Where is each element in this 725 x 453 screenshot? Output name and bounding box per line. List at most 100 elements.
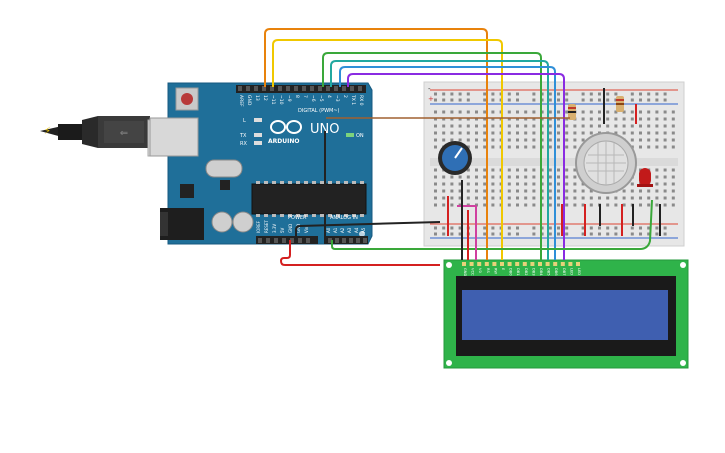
breadboard-hole [458,98,462,102]
digital-pin[interactable] [254,86,258,91]
lcd-pin[interactable] [484,262,489,266]
lcd-pin[interactable] [492,262,497,266]
breadboard-hole [663,182,667,186]
digital-pin[interactable] [286,86,290,91]
breadboard-hole [639,98,642,102]
digital-pin[interactable] [238,86,242,91]
lcd-pin[interactable] [462,262,466,266]
breadboard-hole [598,232,601,236]
digital-pin[interactable] [302,86,306,91]
breadboard-hole [483,110,487,114]
breadboard-hole [565,168,569,172]
digital-pin[interactable] [334,86,338,91]
lcd-pin[interactable] [576,262,580,266]
digital-pin[interactable] [358,86,362,91]
breadboard-hole [606,117,610,121]
lcd-pin[interactable] [500,262,504,266]
lcd-pin[interactable] [469,262,474,266]
breadboard-hole [540,226,544,230]
digital-pin[interactable] [310,86,314,91]
breadboard-hole [507,138,511,142]
breadboard-hole [548,117,552,121]
digital-pin[interactable] [318,86,322,91]
breadboard-hole [475,203,478,207]
breadboard-hole [532,168,536,172]
breadboard-hole [663,138,667,142]
breadboard-hole [557,124,560,128]
breadboard-hole [573,145,577,149]
analog-pin[interactable] [356,238,360,243]
breadboard-hole [491,189,495,193]
potentiometer[interactable] [438,141,472,175]
breadboard-hole [565,138,569,142]
breadboard-hole [458,117,462,121]
breadboard-hole [573,124,577,128]
digital-pin[interactable] [342,86,346,91]
breadboard-hole [532,110,536,114]
breadboard-hole [442,131,446,135]
digital-pin[interactable] [350,86,354,91]
analog-pin[interactable] [328,238,332,243]
breadboard-hole [507,226,511,230]
power-pin[interactable] [266,238,270,243]
lcd-pin[interactable] [515,262,520,266]
power-pin[interactable] [306,238,310,243]
breadboard-hole [622,203,626,207]
breadboard-hole [507,168,511,172]
lcd-pin[interactable] [538,262,542,266]
lcd-pin[interactable] [507,262,512,266]
breadboard-hole [671,175,675,179]
analog-pin[interactable] [342,238,346,243]
lcd-pin[interactable] [553,262,558,266]
breadboard-hole [516,131,519,135]
breadboard-hole [540,168,544,172]
breadboard-hole [630,124,634,128]
breadboard-hole [606,98,610,102]
digital-pin[interactable] [262,86,266,91]
breadboard-hole [557,226,560,230]
power-pin[interactable] [298,238,302,243]
lcd-pin[interactable] [477,262,482,266]
lcd-pin[interactable] [560,262,565,266]
analog-pin[interactable] [335,238,339,243]
breadboard-hole [565,189,569,193]
rail-plus-label: + [428,95,434,103]
analog-pin[interactable] [349,238,353,243]
digital-pin[interactable] [246,86,250,91]
digital-pin[interactable] [270,86,274,91]
wire-black-gnd [295,221,441,240]
power-pin[interactable] [282,238,286,243]
digital-pin[interactable] [294,86,298,91]
lcd-pin[interactable] [568,262,573,266]
breadboard-hole [540,110,544,114]
wires [264,28,661,266]
breadboard-hole [598,196,601,200]
breadboard-hole [475,110,478,114]
arduino-board: L TX RX ON ARDUINO UNO DIGITAL (PWM~) PO… [149,82,373,245]
breadboard-hole [524,138,528,142]
analog-pin[interactable] [363,238,367,243]
power-pin[interactable] [258,238,262,243]
power-pin[interactable] [290,238,294,243]
lcd-pin[interactable] [522,262,527,266]
power-pin-label: RESET [264,220,269,233]
breadboard-hole [589,203,593,207]
digital-pin[interactable] [326,86,330,91]
breadboard-hole [671,203,675,207]
breadboard-hole [450,196,454,200]
breadboard-hole [466,182,470,186]
breadboard-hole [639,117,642,121]
breadboard-hole [565,131,569,135]
breadboard-hole [589,98,593,102]
breadboard-hole [565,196,569,200]
power-pin[interactable] [274,238,278,243]
breadboard-hole [434,189,437,193]
breadboard-hole [483,232,487,236]
lcd-pin[interactable] [530,262,535,266]
lcd-pin-label: DB6 [554,268,558,276]
digital-pin[interactable] [278,86,282,91]
breadboard-hole [663,175,667,179]
breadboard-hole [516,110,519,114]
lcd-pin[interactable] [545,262,550,266]
power-pin-label: Vin [304,226,309,233]
